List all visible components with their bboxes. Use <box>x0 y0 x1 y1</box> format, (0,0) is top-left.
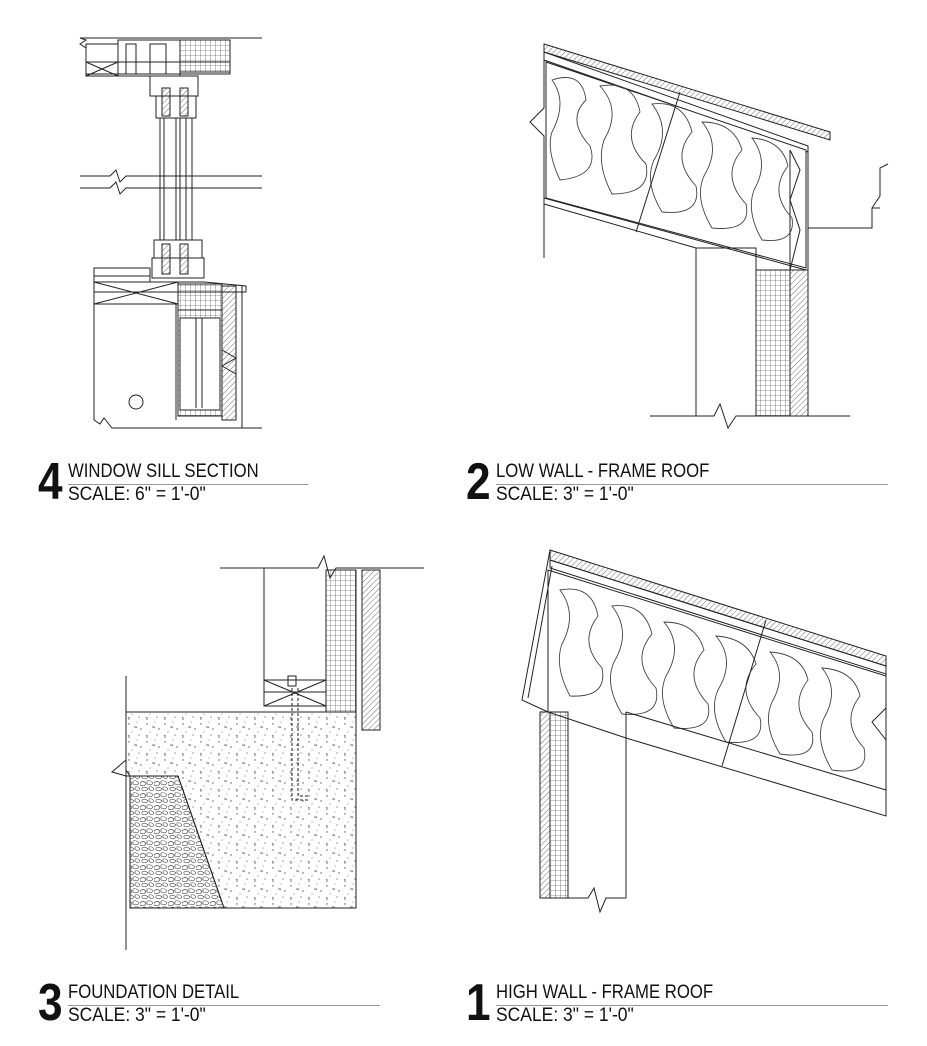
high-wall-frame-roof-drawing <box>521 549 887 914</box>
title-underline <box>496 484 888 485</box>
detail-number: 2 <box>466 453 491 511</box>
detail-number: 1 <box>466 974 491 1032</box>
title-underline <box>68 1005 380 1006</box>
low-wall-frame-roof-drawing <box>529 43 889 430</box>
detail-scale: SCALE: 3" = 1'-0" <box>496 1005 634 1026</box>
title-underline <box>496 1005 888 1006</box>
title-underline <box>68 484 308 485</box>
detail-name: HIGH WALL - FRAME ROOF <box>496 982 714 1003</box>
detail-name: FOUNDATION DETAIL <box>68 982 240 1003</box>
detail-scale: SCALE: 3" = 1'-0" <box>68 1005 206 1026</box>
detail-scale: SCALE: 6" = 1'-0" <box>68 484 206 505</box>
window-sill-section-drawing <box>79 37 262 429</box>
foundation-detail-drawing <box>110 554 424 950</box>
detail-number: 4 <box>38 453 63 511</box>
detail-scale: SCALE: 3" = 1'-0" <box>496 484 634 505</box>
detail-number: 3 <box>38 974 63 1032</box>
detail-name: LOW WALL - FRAME ROOF <box>496 461 710 482</box>
detail-name: WINDOW SILL SECTION <box>68 461 259 482</box>
